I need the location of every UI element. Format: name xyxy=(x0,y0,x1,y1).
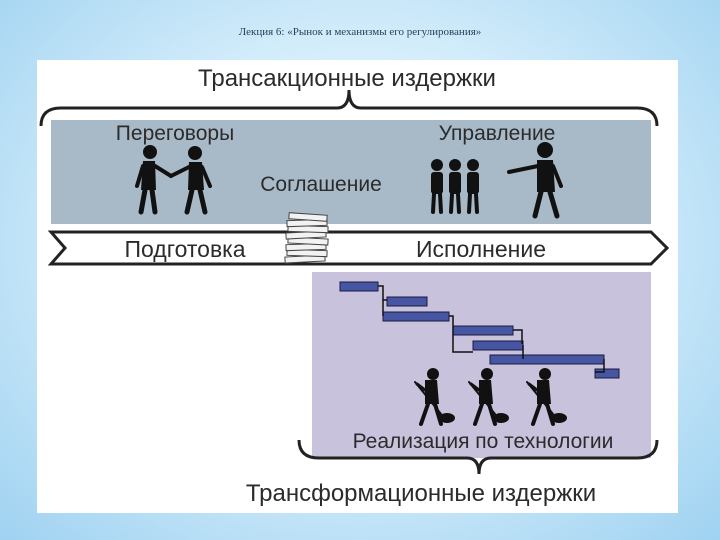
preparation-label: Подготовка xyxy=(124,236,245,262)
transaction-costs-label: Трансакционные издержки xyxy=(198,65,496,92)
implementation-label: Реализация по технологии xyxy=(353,430,614,453)
gantt-bar xyxy=(386,296,428,307)
top-brace xyxy=(39,89,659,127)
gantt-bar xyxy=(489,354,605,365)
gantt-bar xyxy=(382,311,450,322)
agreement-label: Соглашение xyxy=(260,173,382,196)
management-label: Управление xyxy=(439,122,556,145)
execution-label: Исполнение xyxy=(416,236,546,262)
bottom-brace xyxy=(297,439,659,475)
lower-panel xyxy=(312,272,651,458)
gantt-bar xyxy=(452,325,514,336)
gantt-bar xyxy=(594,368,620,379)
gantt-bar xyxy=(472,340,524,351)
process-arrow xyxy=(47,230,670,266)
negotiations-label: Переговоры xyxy=(116,122,234,145)
document-stack-icon xyxy=(284,212,329,264)
transaction-cost-diagram: Трансакционные издержки Переговоры Управ… xyxy=(39,65,670,507)
slide-title: Лекция 6: «Рынок и механизмы его регулир… xyxy=(238,26,482,38)
gantt-bar xyxy=(339,281,379,292)
transformation-costs-label: Трансформационные издержки xyxy=(246,480,596,507)
digging-workers-icon xyxy=(414,368,567,426)
diagram-panel: Трансакционные издержки Переговоры Управ… xyxy=(37,60,678,513)
gantt-chart xyxy=(339,281,620,379)
management-figures-icon xyxy=(431,142,563,219)
handshake-figures-icon xyxy=(135,145,212,215)
